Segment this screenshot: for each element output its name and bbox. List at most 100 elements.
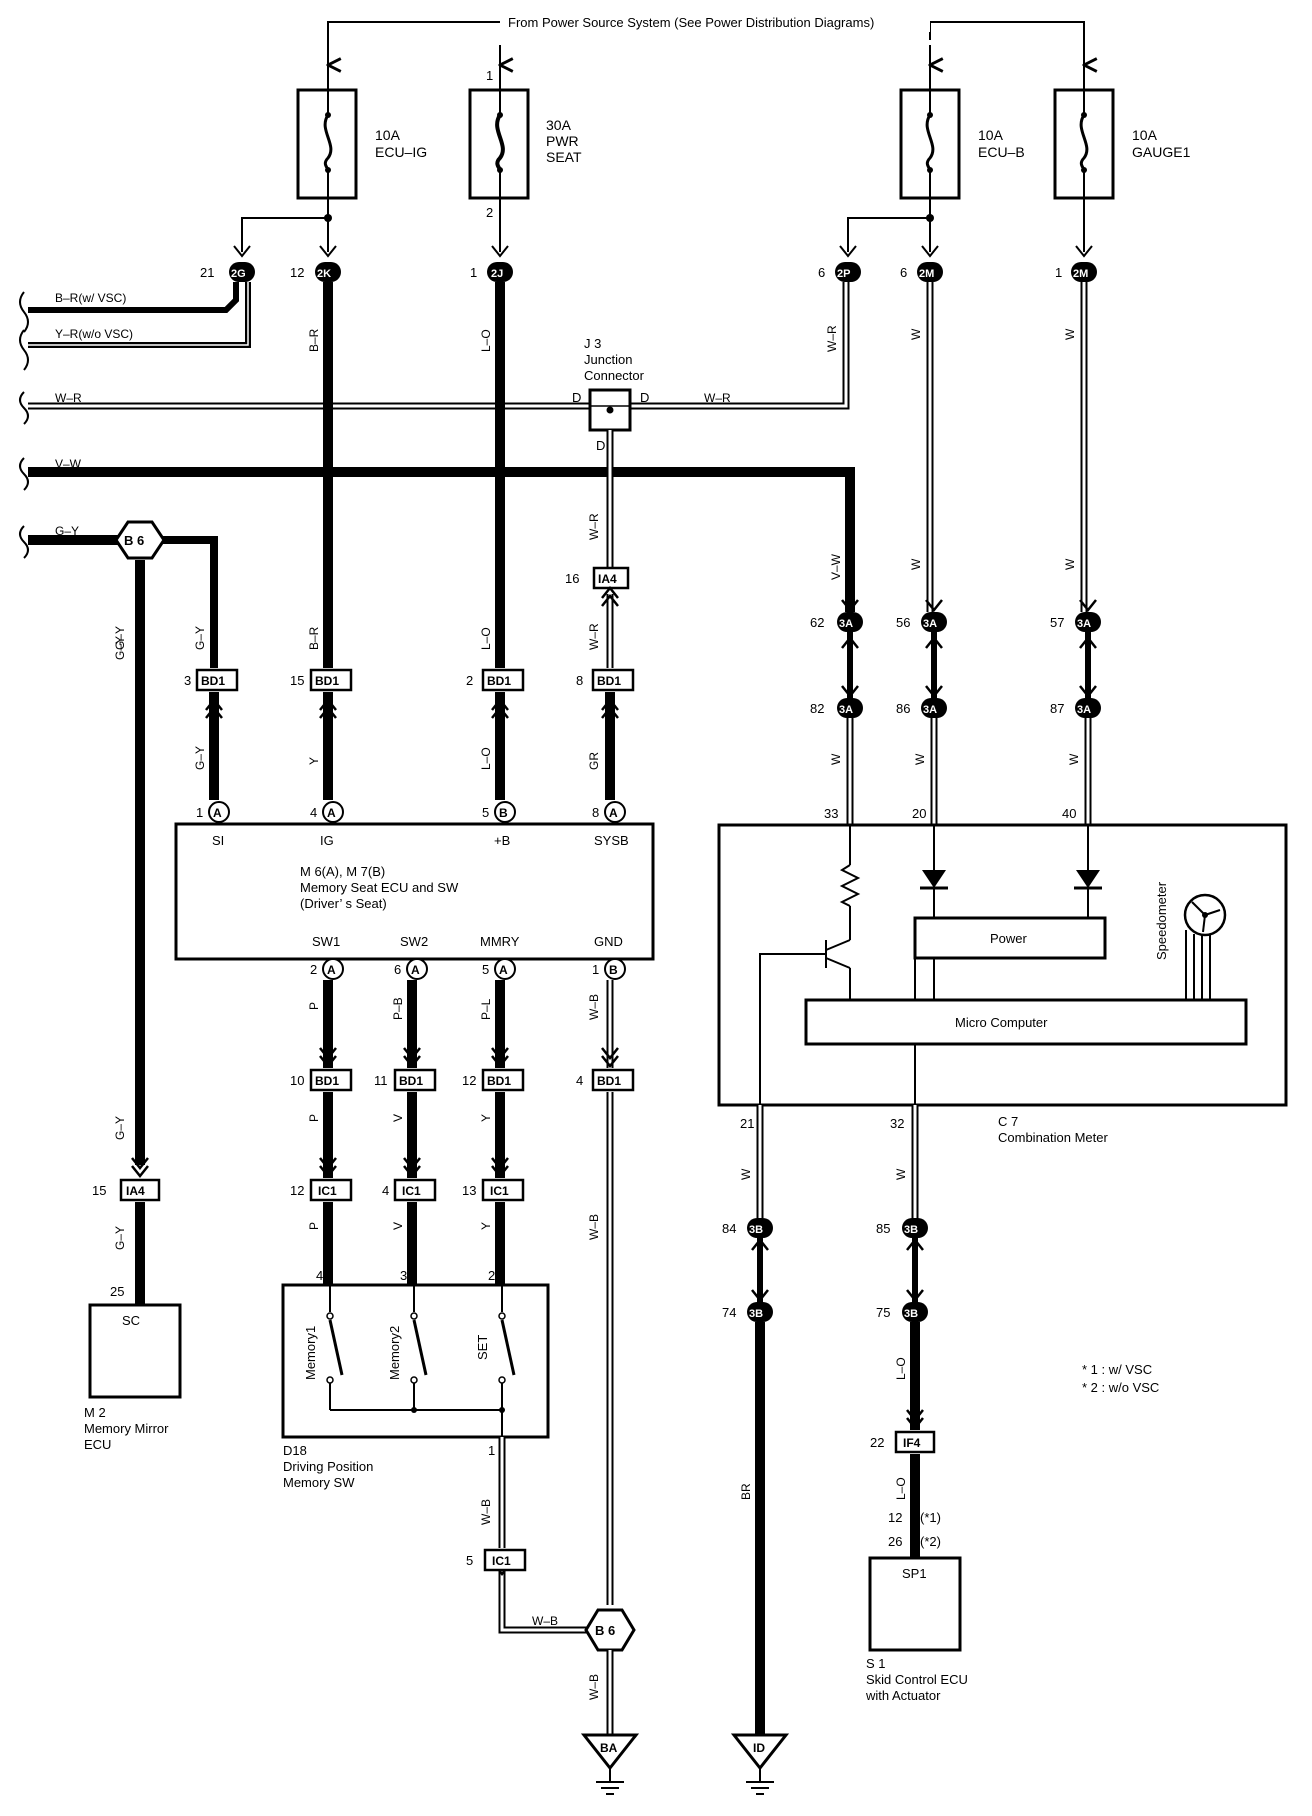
svg-text:A: A (499, 963, 508, 977)
svg-text:IC1: IC1 (492, 1554, 511, 1568)
svg-text:20: 20 (912, 806, 926, 821)
svg-text:W–R: W–R (825, 325, 839, 352)
svg-text:A: A (327, 806, 336, 820)
svg-text:8: 8 (576, 673, 583, 688)
svg-text:GR: GR (587, 752, 601, 770)
svg-text:32: 32 (890, 1116, 904, 1131)
connectors-bd1-lower: BD1 BD1 BD1 BD1 10 11 12 4 (290, 1068, 635, 1092)
splice-b6-top: B 6 (114, 520, 166, 560)
svg-text:W–R: W–R (587, 513, 601, 540)
svg-text:BD1: BD1 (201, 674, 225, 688)
svg-text:IF4: IF4 (903, 1436, 921, 1450)
wire-label-wr: W–R (55, 391, 82, 405)
svg-text:MMRY: MMRY (480, 934, 520, 949)
svg-text:W: W (739, 1168, 753, 1180)
svg-text:2M: 2M (1073, 268, 1088, 280)
svg-text:A: A (327, 963, 336, 977)
svg-text:40: 40 (1062, 806, 1076, 821)
connector-ia4-lower: IA4 15 (92, 1178, 161, 1202)
svg-text:5: 5 (482, 962, 489, 977)
ecu-id: M 6(A), M 7(B) (300, 864, 385, 879)
svg-text:P: P (307, 1114, 321, 1122)
ecu-top-pins: A A B A 1 4 5 8 (196, 801, 626, 823)
svg-text:W: W (1063, 558, 1077, 570)
svg-text:13: 13 (462, 1183, 476, 1198)
fuse-ecu-ig-rating: 10A (375, 127, 401, 143)
svg-text:86: 86 (896, 701, 910, 716)
svg-text:Connector: Connector (584, 368, 645, 383)
svg-text:12: 12 (290, 265, 304, 280)
svg-text:12: 12 (888, 1510, 902, 1525)
svg-text:Y: Y (479, 1114, 493, 1122)
svg-text:3A: 3A (839, 704, 853, 716)
wire-label-yr: Y–R(w/o VSC) (55, 327, 133, 341)
svg-text:8: 8 (592, 805, 599, 820)
svg-text:Memory1: Memory1 (303, 1326, 318, 1380)
svg-text:16: 16 (565, 571, 579, 586)
svg-text:W: W (1063, 328, 1077, 340)
fuse-pwr-seat-rating: 30A (546, 117, 572, 133)
svg-text:12: 12 (462, 1073, 476, 1088)
svg-text:75: 75 (876, 1305, 890, 1320)
svg-text:3A: 3A (923, 704, 937, 716)
svg-text:W: W (909, 558, 923, 570)
svg-text:BA: BA (600, 1741, 618, 1755)
svg-text:BD1: BD1 (399, 1074, 423, 1088)
svg-text:6: 6 (818, 265, 825, 280)
svg-text:IA4: IA4 (598, 572, 617, 586)
svg-text:P: P (307, 1002, 321, 1010)
svg-text:BD1: BD1 (487, 1074, 511, 1088)
svg-text:4: 4 (576, 1073, 583, 1088)
connectors-bd1-upper: BD1 BD1 BD1 BD1 3 15 2 8 (184, 668, 635, 692)
svg-text:V: V (391, 1114, 405, 1122)
svg-text:W–B: W–B (532, 1614, 558, 1628)
svg-text:W: W (1067, 753, 1081, 765)
svg-text:W–B: W–B (587, 994, 601, 1020)
svg-text:with Actuator: with Actuator (865, 1688, 941, 1703)
svg-text:2K: 2K (317, 268, 331, 280)
svg-text:P: P (307, 1222, 321, 1230)
wire-label-vw: V–W (55, 457, 82, 471)
ground-ba: BA (580, 1733, 640, 1795)
svg-text:21: 21 (740, 1116, 754, 1131)
top-connectors: 2G 2K 2J 2P 2M 2M 21 12 1 6 6 1 (200, 245, 1097, 282)
svg-text:Driving Position: Driving Position (283, 1459, 373, 1474)
switch-id: D18 (283, 1443, 307, 1458)
svg-text:SC: SC (122, 1313, 140, 1328)
svg-text:BD1: BD1 (315, 1074, 339, 1088)
svg-text:G–Y: G–Y (113, 626, 127, 650)
svg-text:5: 5 (466, 1553, 473, 1568)
svg-text:4: 4 (310, 805, 317, 820)
svg-text:Y: Y (307, 757, 321, 765)
svg-text:3B: 3B (749, 1308, 763, 1320)
svg-text:D: D (572, 390, 581, 405)
svg-text:W–R: W–R (587, 623, 601, 650)
svg-text:IG: IG (320, 833, 334, 848)
svg-text:V–W: V–W (829, 553, 843, 580)
svg-text:Memory2: Memory2 (387, 1326, 402, 1380)
svg-text:Y: Y (479, 1222, 493, 1230)
meter-name: Combination Meter (998, 1130, 1108, 1145)
svg-text:15: 15 (290, 673, 304, 688)
svg-text:(*2): (*2) (920, 1534, 941, 1549)
svg-text:J 3: J 3 (584, 336, 601, 351)
connector-ic1-lower: IC1 5 (466, 1548, 527, 1572)
svg-text:M 2: M 2 (84, 1405, 106, 1420)
svg-text:ECU: ECU (84, 1437, 111, 1452)
svg-text:G–Y: G–Y (193, 746, 207, 770)
fuse-output-lines (241, 170, 1085, 252)
svg-text:3A: 3A (1077, 704, 1091, 716)
svg-text:W: W (894, 1168, 908, 1180)
svg-text:10: 10 (290, 1073, 304, 1088)
svg-text:GND: GND (594, 934, 623, 949)
fuse-gauge1-name: GAUGE1 (1132, 144, 1191, 160)
svg-text:V: V (391, 1222, 405, 1230)
connectors-3b: 3B 3B 84 85 3B 3B 74 75 (722, 1218, 928, 1322)
ground-id: ID (730, 1733, 790, 1795)
memory-mirror-ecu: 25 SC M 2 Memory Mirror ECU (84, 1284, 182, 1452)
fuse-pwr-seat-pin-out: 2 (486, 205, 493, 220)
svg-text:D: D (640, 390, 649, 405)
fuse-gauge1: 10A GAUGE1 (1053, 65, 1191, 200)
skid-control-ecu: 12 (*1) 26 (*2) SP1 S 1 Skid Control ECU… (865, 1510, 968, 1703)
